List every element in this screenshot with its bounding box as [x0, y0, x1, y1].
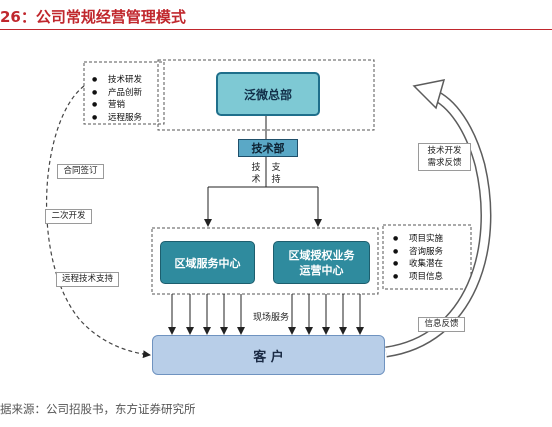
info-feedback-label: 信息反馈 — [418, 317, 465, 332]
regional-function-item: 收集潜在 — [393, 258, 443, 271]
hq-function-item: 产品创新 — [92, 87, 142, 100]
hq-functions-dashed-frame — [83, 61, 165, 125]
hq-function-item: 技术研发 — [92, 74, 142, 87]
hq-functions-list: 技术研发 产品创新 营销 远程服务 — [92, 74, 142, 124]
left-loop-arrow — [45, 85, 151, 359]
title-rule — [0, 29, 552, 30]
regional-function-item: 咨询服务 — [393, 246, 443, 259]
tech-dept-node: 技术部 — [238, 139, 298, 157]
hq-function-item: 营销 — [92, 99, 142, 112]
client-node: 客 户 — [152, 335, 385, 375]
source-note: 据来源：公司招股书，东方证券研究所 — [0, 402, 196, 416]
contract-label: 合同签订 — [57, 164, 104, 179]
secondary-dev-label: 二次开发 — [45, 209, 92, 224]
remote-support-label: 远程技术支持 — [56, 272, 119, 287]
regional-functions-list: 项目实施 咨询服务 收集潜在 项目信息 — [393, 233, 443, 283]
regional-dashed-frame — [151, 227, 379, 295]
onsite-service-label: 现场服务 — [253, 313, 290, 323]
hq-node: 泛微总部 — [216, 72, 320, 116]
service-center-node: 区域服务中心 — [160, 241, 255, 284]
tech-vertical-label: 技术 — [251, 163, 261, 185]
regional-function-item: 项目信息 — [393, 271, 443, 284]
ops-center-line2: 运营中心 — [299, 263, 344, 277]
support-vertical-label: 支持 — [271, 163, 281, 185]
regional-function-item: 项目实施 — [393, 233, 443, 246]
right-feedback-band-inner — [385, 90, 490, 356]
figure-title: 26：公司常规经营管理模式 — [0, 8, 186, 26]
ops-center-line1: 区域授权业务 — [288, 248, 355, 262]
right-feedback-arrowhead — [412, 79, 446, 110]
ops-center-node: 区域授权业务 运营中心 — [273, 241, 370, 284]
regional-functions-dashed-frame — [382, 224, 472, 290]
hq-dashed-frame — [157, 59, 375, 131]
hq-function-item: 远程服务 — [92, 112, 142, 125]
tech-feedback-label: 技术开发需求反馈 — [418, 143, 471, 171]
onsite-arrows — [168, 294, 364, 335]
